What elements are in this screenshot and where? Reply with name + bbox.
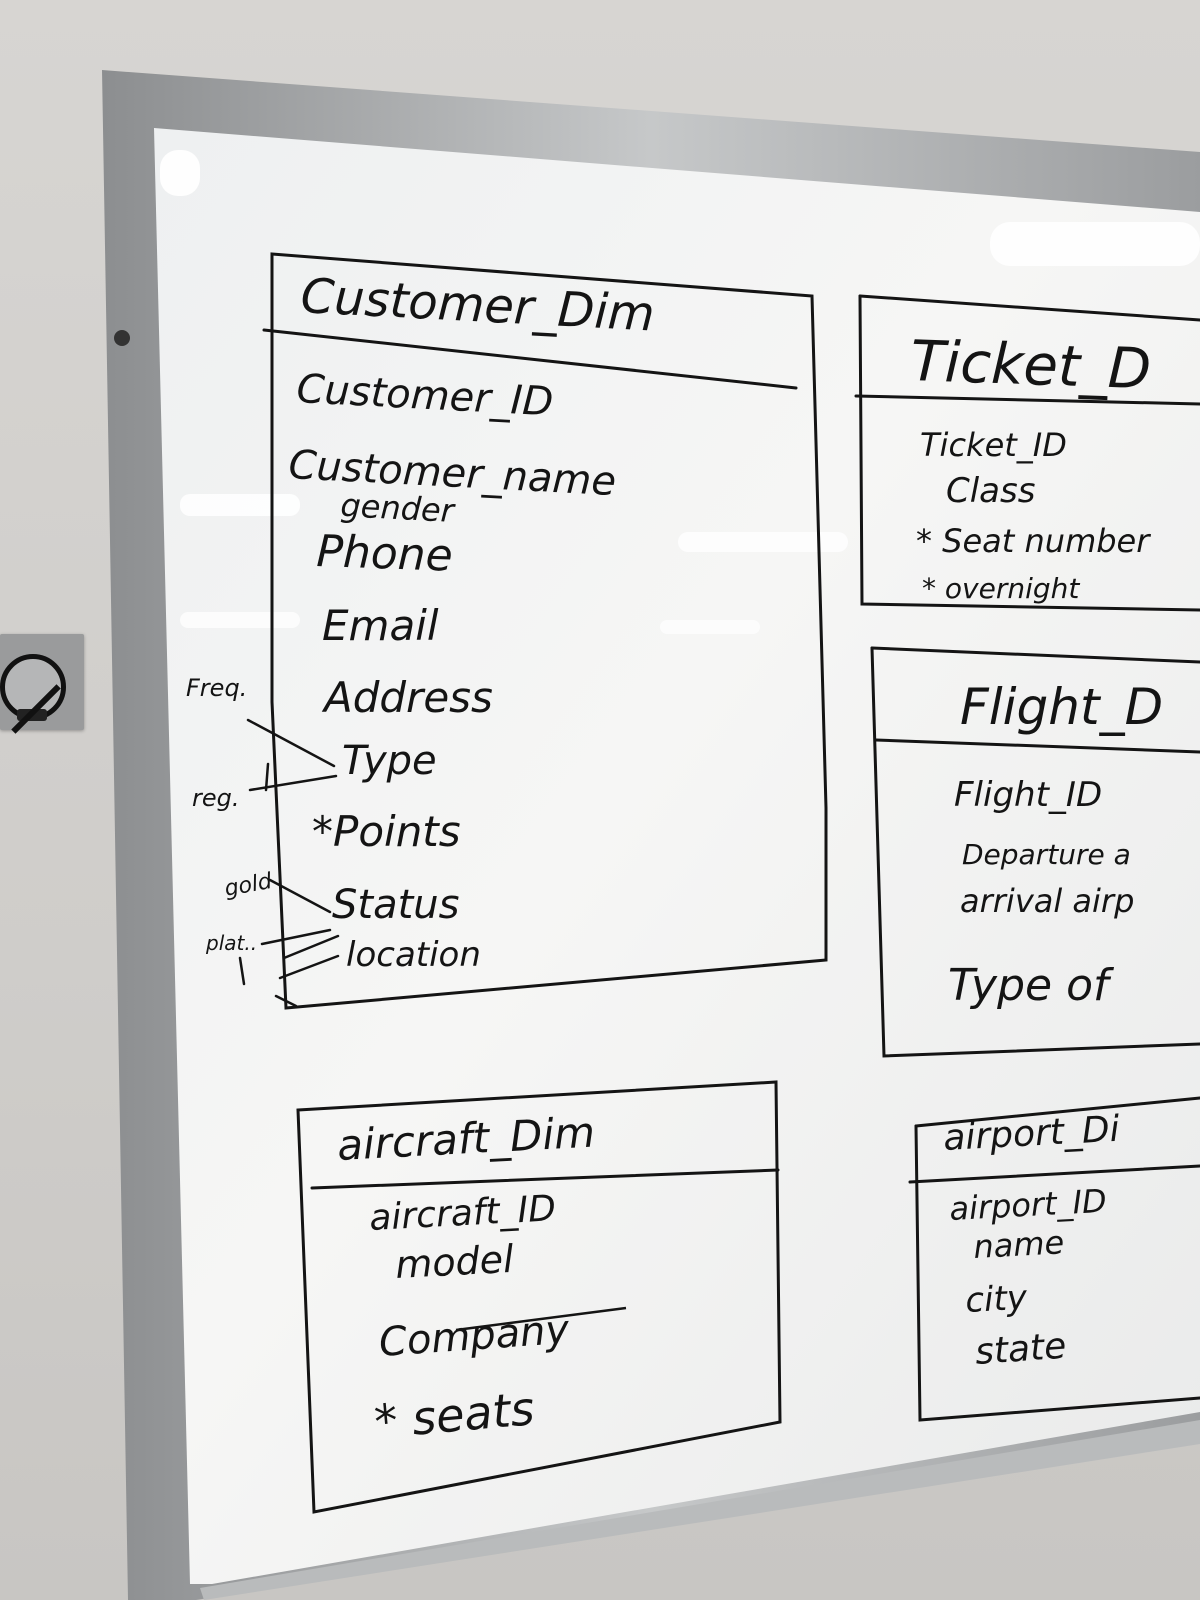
company-underline [455,1306,627,1332]
glare [678,532,848,552]
whiteboard-surface [154,128,1200,1584]
airport-dim-fields: airport_ID name city state [948,1182,1107,1373]
field-aircraft-id: aircraft_ID [368,1188,557,1239]
glare [180,612,300,628]
field-state: state [974,1326,1068,1373]
field-airport-id: airport_ID [948,1182,1107,1228]
connector-lines [238,718,340,1008]
field-airport-name: name [972,1223,1065,1266]
field-email: Email [322,601,439,650]
field-status: Status [332,882,459,928]
customer-dim-table [262,252,828,1010]
customer-dim-fields: Customer_ID Customer_name gender Phone E… [287,366,617,975]
flight-dim-fields: Flight_ID Departure a arrival airp Type … [948,775,1134,1011]
ticket-dim-title: Ticket_D [910,329,1153,402]
field-type-of: Type of [948,960,1115,1011]
flight-dim-table [870,646,1200,1058]
note-plat: plat.. [205,931,257,955]
glare [990,222,1200,266]
field-arrival: arrival airp [960,882,1134,920]
aircraft-dim-fields: aircraft_ID model Company * seats [368,1188,572,1449]
field-location: location [346,935,481,975]
frame-screw [114,330,130,346]
field-seat-number: * Seat number [916,522,1151,560]
field-model: model [394,1237,515,1287]
airport-dim-table [908,1096,1200,1422]
field-type: Type [342,738,437,784]
airport-dim-title: airport_Di [942,1109,1120,1159]
aircraft-dim-table [296,1080,782,1514]
glare [660,620,760,634]
field-phone: Phone [316,526,454,582]
no-food-sign [0,634,84,734]
marker-tray [200,1420,1200,1600]
field-points: *Points [312,807,461,856]
field-flight-id: Flight_ID [954,775,1102,815]
field-class: Class [946,471,1035,511]
glare [180,494,300,516]
note-freq: Freq. [186,674,247,702]
field-address: Address [321,673,493,722]
field-departure: Departure a [962,838,1131,871]
no-food-icon [0,654,66,734]
flight-dim-title: Flight_D [960,678,1163,736]
ticket-dim-table [854,294,1200,612]
field-overnight: * overnight [922,572,1080,605]
note-reg: reg. [192,784,240,812]
field-ticket-id: Ticket_ID [920,426,1067,464]
field-city: city [964,1278,1028,1321]
margin-notes: Freq. reg. gold plat.. [186,674,275,955]
glare [160,150,200,196]
ticket-dim-fields: Ticket_ID Class * Seat number * overnigh… [916,426,1151,605]
field-gender: gender [340,486,457,530]
